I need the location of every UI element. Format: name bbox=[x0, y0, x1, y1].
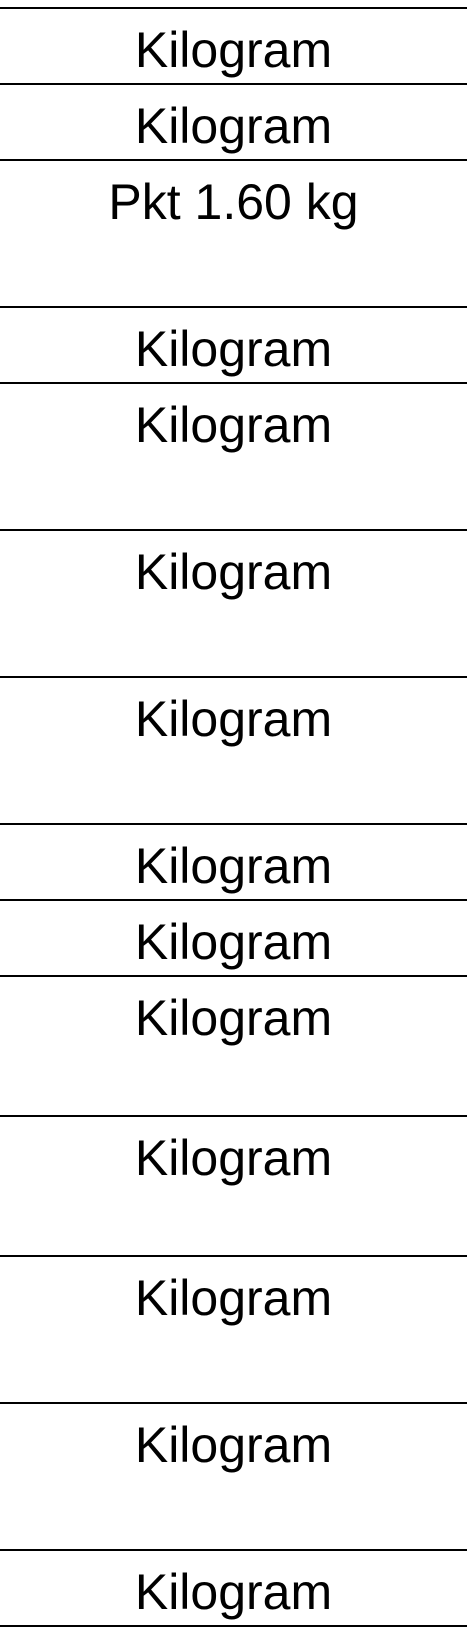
row-divider bbox=[0, 1625, 467, 1627]
table-cell: Kilogram bbox=[134, 838, 333, 894]
table-cell: Kilogram bbox=[134, 990, 333, 1046]
table-cell: Kilogram bbox=[134, 98, 333, 154]
row-divider bbox=[0, 1402, 467, 1404]
row-divider bbox=[0, 83, 467, 85]
table-cell: Kilogram bbox=[134, 691, 333, 747]
table-cell: Kilogram bbox=[134, 1417, 333, 1473]
row-divider bbox=[0, 1115, 467, 1117]
row-divider bbox=[0, 159, 467, 161]
row-divider bbox=[0, 1255, 467, 1257]
row-divider bbox=[0, 975, 467, 977]
table-cell: Kilogram bbox=[134, 397, 333, 453]
table-cell: Kilogram bbox=[134, 22, 333, 78]
table-cell: Kilogram bbox=[134, 1270, 333, 1326]
row-divider bbox=[0, 676, 467, 678]
table-cell: Kilogram bbox=[134, 544, 333, 600]
row-divider bbox=[0, 1549, 467, 1551]
table-cell: Kilogram bbox=[134, 1564, 333, 1620]
row-divider bbox=[0, 823, 467, 825]
row-divider bbox=[0, 7, 467, 9]
row-divider bbox=[0, 899, 467, 901]
row-divider bbox=[0, 382, 467, 384]
table-cell: Kilogram bbox=[134, 914, 333, 970]
table-cell: Kilogram bbox=[134, 1130, 333, 1186]
table-cell: Kilogram bbox=[134, 321, 333, 377]
row-divider bbox=[0, 529, 467, 531]
table-cell: Pkt 1.60 kg bbox=[108, 174, 359, 230]
row-divider bbox=[0, 306, 467, 308]
